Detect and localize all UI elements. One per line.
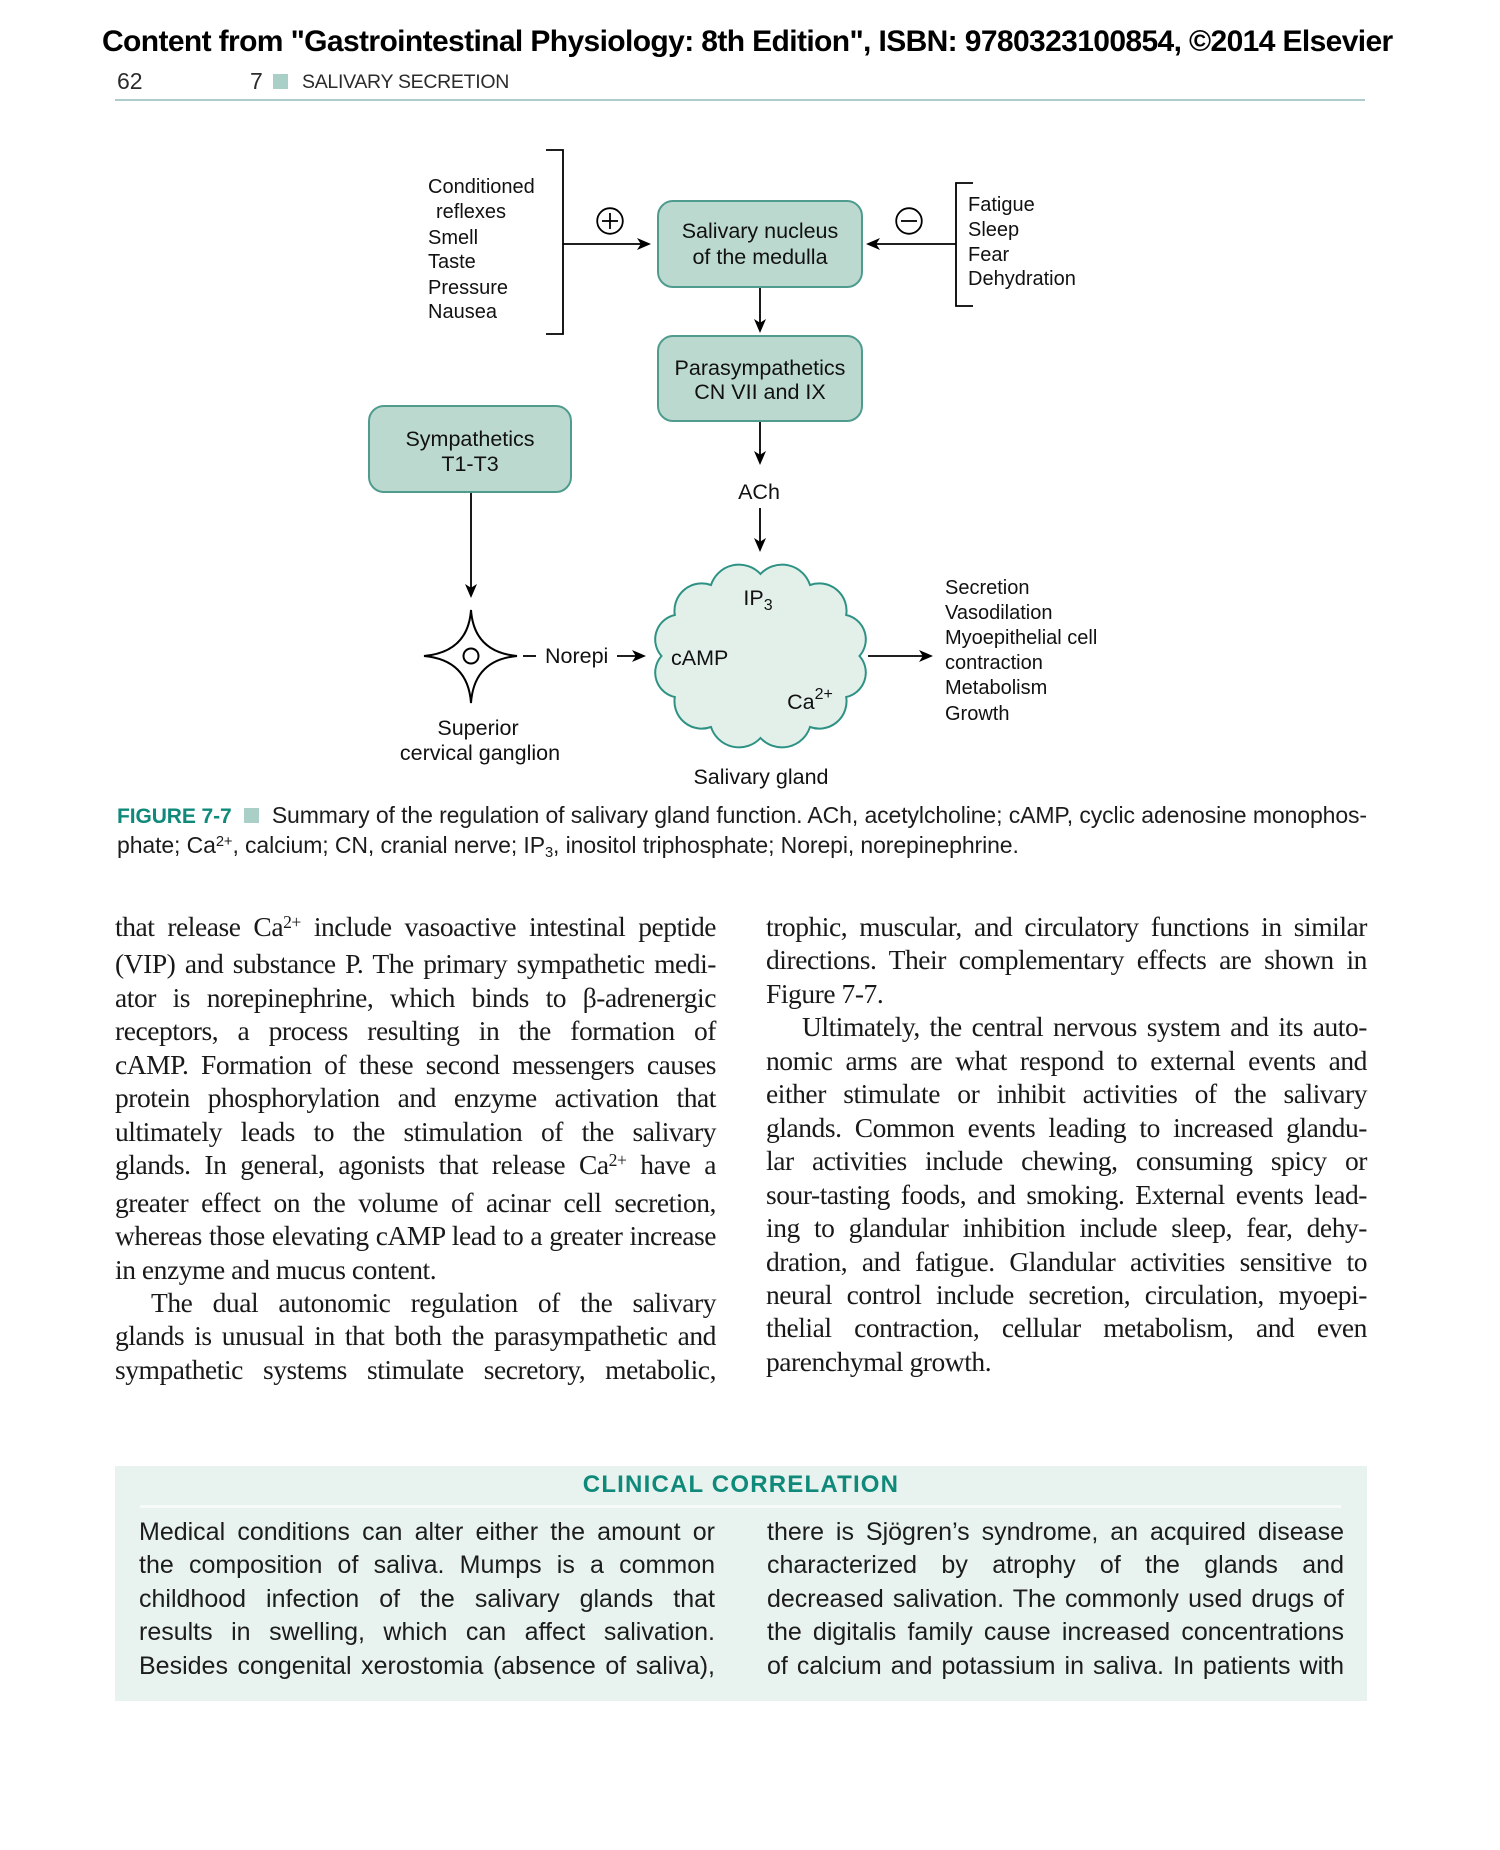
- svg-text:of the medulla: of the medulla: [692, 245, 827, 269]
- svg-text:Myoepithelial cell: Myoepithelial cell: [945, 627, 1097, 649]
- svg-text:Parasympathetics: Parasympathetics: [675, 356, 846, 380]
- svg-text:CN VII and IX: CN VII and IX: [694, 380, 825, 404]
- svg-text:Salivary gland: Salivary gland: [693, 765, 828, 789]
- svg-text:reflexes: reflexes: [436, 201, 506, 223]
- svg-text:ACh: ACh: [738, 480, 780, 504]
- svg-text:Taste: Taste: [428, 251, 476, 273]
- svg-text:Fatigue: Fatigue: [968, 194, 1035, 216]
- svg-text:Salivary nucleus: Salivary nucleus: [682, 219, 839, 243]
- svg-text:Norepi: Norepi: [545, 644, 608, 668]
- svg-text:Pressure: Pressure: [428, 277, 508, 299]
- svg-text:Vasodilation: Vasodilation: [945, 602, 1052, 624]
- svg-text:Superior: Superior: [437, 716, 518, 740]
- svg-text:Fear: Fear: [968, 244, 1009, 266]
- svg-text:contraction: contraction: [945, 652, 1043, 674]
- svg-text:Dehydration: Dehydration: [968, 268, 1076, 290]
- svg-text:T1-T3: T1-T3: [441, 452, 498, 476]
- svg-text:cAMP: cAMP: [671, 646, 728, 670]
- svg-text:cervical ganglion: cervical ganglion: [400, 741, 560, 765]
- svg-text:Smell: Smell: [428, 227, 478, 249]
- svg-text:Sympathetics: Sympathetics: [405, 427, 534, 451]
- svg-text:Growth: Growth: [945, 703, 1009, 725]
- svg-text:Conditioned: Conditioned: [428, 176, 535, 198]
- svg-text:Secretion: Secretion: [945, 577, 1030, 599]
- svg-text:Metabolism: Metabolism: [945, 677, 1047, 699]
- svg-text:Nausea: Nausea: [428, 301, 498, 323]
- svg-text:Sleep: Sleep: [968, 219, 1019, 241]
